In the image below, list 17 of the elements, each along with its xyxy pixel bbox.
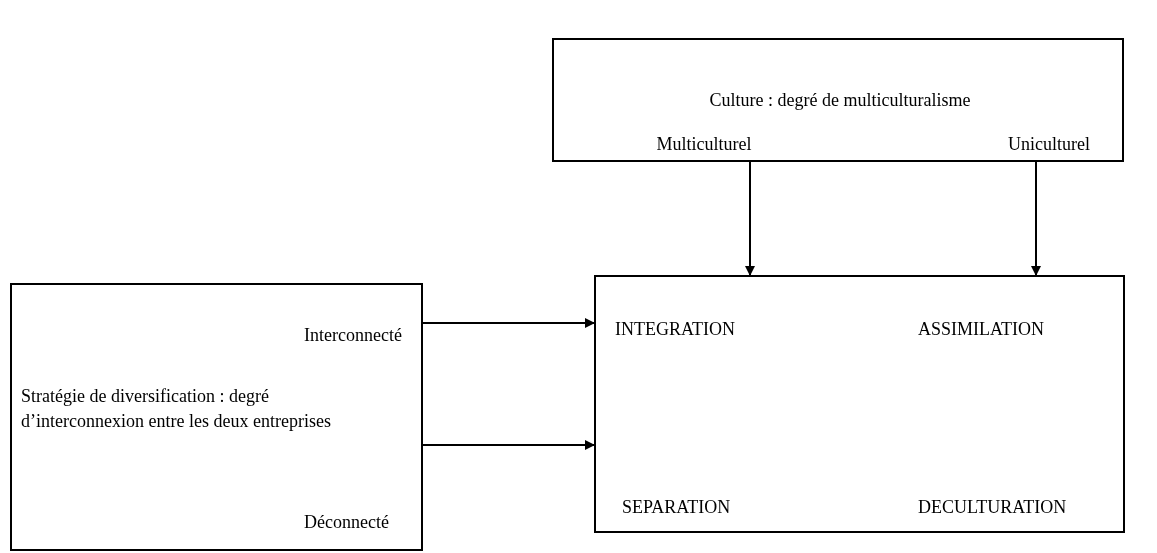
arrow xyxy=(422,440,595,450)
arrow xyxy=(745,161,755,276)
node-text: Interconnecté xyxy=(304,324,403,347)
node-text: DECULTURATION xyxy=(918,496,1068,519)
arrow xyxy=(422,318,595,328)
node-text: Déconnecté xyxy=(304,511,390,534)
node-text: Culture : degré de multiculturalisme xyxy=(708,89,972,112)
text-box xyxy=(594,275,1125,533)
node-text: Stratégie de diversification : degré d’interconnexion entre les deux entreprises xyxy=(21,385,332,433)
node-text: Uniculturel xyxy=(1007,133,1091,156)
text-box xyxy=(552,38,1124,162)
node-text: SEPARATION xyxy=(622,496,732,519)
node-text: Multiculturel xyxy=(655,133,753,156)
text-box xyxy=(10,283,423,551)
node-text: INTEGRATION xyxy=(615,318,736,341)
node-text: ASSIMILATION xyxy=(918,318,1045,341)
arrow xyxy=(1031,161,1041,276)
